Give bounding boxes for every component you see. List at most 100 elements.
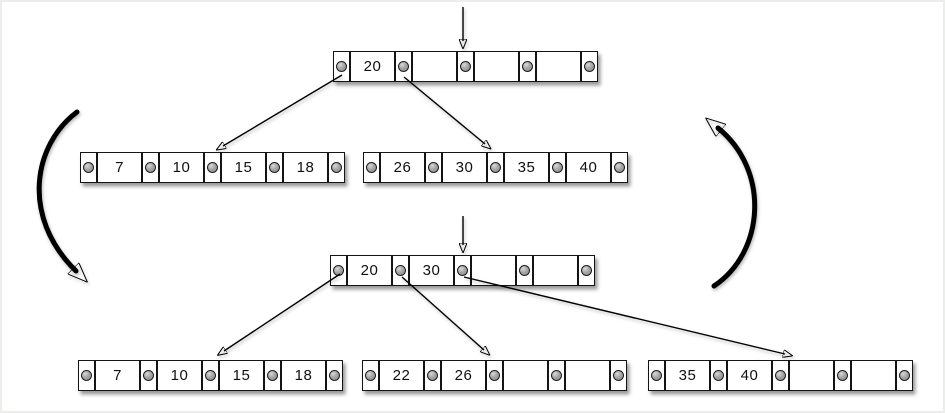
pointer-cell: [487, 152, 504, 183]
pointer-cell: [424, 360, 441, 391]
pointer-dot-icon: [83, 162, 94, 173]
pointer-dot-icon: [427, 370, 438, 381]
btree-node-root-before: 20: [333, 51, 598, 82]
pointer-cell: [326, 360, 343, 391]
pointer-cell: [486, 360, 503, 391]
pointer-dot-icon: [899, 370, 910, 381]
pointer-cell: [204, 152, 221, 183]
pointer-dot-icon: [613, 370, 624, 381]
pointer-dot-icon: [336, 61, 347, 72]
pointer-dot-icon: [269, 162, 280, 173]
key-cell: 26: [380, 152, 425, 183]
pointer-dot-icon: [428, 162, 439, 173]
pointer-cell: [392, 255, 409, 286]
pointer-cell: [264, 360, 281, 391]
pointer-dot-icon: [331, 162, 342, 173]
key-cell: 15: [221, 152, 266, 183]
pointer-cell: [362, 360, 379, 391]
btree-node-middle-child-after: 22 26: [362, 360, 627, 391]
key-cell: 26: [441, 360, 486, 391]
pointer-cell: [581, 51, 598, 82]
pointer-cell: [772, 360, 789, 391]
pointer-dot-icon: [460, 61, 471, 72]
pointer-dot-icon: [584, 61, 595, 72]
key-cell: [536, 51, 581, 82]
edge-after-root-to-middle-child: [401, 276, 484, 350]
pointer-cell: [328, 152, 345, 183]
pointer-cell: [266, 152, 283, 183]
pointer-dot-icon: [581, 265, 592, 276]
pointer-dot-icon: [551, 370, 562, 381]
pointer-cell: [78, 360, 95, 391]
pointer-dot-icon: [837, 370, 848, 381]
cycle-arrow-up-right: [714, 128, 758, 289]
pointer-cell: [425, 152, 442, 183]
btree-node-root-after: 20 30: [330, 255, 595, 286]
pointer-dot-icon: [775, 370, 786, 381]
pointer-dot-icon: [614, 162, 625, 173]
btree-node-left-child-before: 7 10 15 18: [80, 152, 345, 183]
key-cell: 40: [566, 152, 611, 183]
pointer-cell: [896, 360, 913, 391]
pointer-dot-icon: [81, 370, 92, 381]
cycle-arrow-down-left: [36, 109, 77, 271]
pointer-cell: [395, 51, 412, 82]
key-cell: 20: [350, 51, 395, 82]
key-cell: [474, 51, 519, 82]
edge-before-root-to-left-child: [223, 74, 343, 146]
key-cell: 7: [95, 360, 140, 391]
pointer-dot-icon: [713, 370, 724, 381]
pointer-cell: [611, 152, 628, 183]
key-cell: [533, 255, 578, 286]
pointer-cell: [519, 51, 536, 82]
pointer-dot-icon: [651, 370, 662, 381]
pointer-cell: [333, 51, 350, 82]
pointer-cell: [516, 255, 533, 286]
pointer-dot-icon: [329, 370, 340, 381]
edge-after-root-to-left-child: [224, 273, 341, 351]
pointer-cell: [363, 152, 380, 183]
key-cell: 22: [379, 360, 424, 391]
key-cell: 30: [442, 152, 487, 183]
btree-node-right-child-after: 35 40: [648, 360, 913, 391]
key-cell: [789, 360, 834, 391]
pointer-cell: [548, 360, 565, 391]
edge-before-root-to-right-child: [403, 76, 485, 144]
pointer-dot-icon: [267, 370, 278, 381]
pointer-cell: [454, 255, 471, 286]
pointer-cell: [578, 255, 595, 286]
key-cell: [851, 360, 896, 391]
pointer-dot-icon: [552, 162, 563, 173]
key-cell: 10: [159, 152, 204, 183]
pointer-dot-icon: [457, 265, 468, 276]
key-cell: 20: [347, 255, 392, 286]
pointer-dot-icon: [207, 162, 218, 173]
pointer-cell: [80, 152, 97, 183]
pointer-dot-icon: [365, 370, 376, 381]
key-cell: [412, 51, 457, 82]
key-cell: 35: [504, 152, 549, 183]
key-cell: 18: [283, 152, 328, 183]
edge-after-root-to-right-child: [463, 276, 785, 354]
pointer-cell: [610, 360, 627, 391]
pointer-cell: [457, 51, 474, 82]
key-cell: 40: [727, 360, 772, 391]
pointer-cell: [549, 152, 566, 183]
pointer-dot-icon: [145, 162, 156, 173]
key-cell: 18: [281, 360, 326, 391]
key-cell: [503, 360, 548, 391]
pointer-cell: [202, 360, 219, 391]
key-cell: 7: [97, 152, 142, 183]
pointer-cell: [710, 360, 727, 391]
pointer-cell: [142, 152, 159, 183]
pointer-dot-icon: [489, 370, 500, 381]
key-cell: 35: [665, 360, 710, 391]
key-cell: [471, 255, 516, 286]
pointer-cell: [648, 360, 665, 391]
pointer-dot-icon: [522, 61, 533, 72]
pointer-dot-icon: [205, 370, 216, 381]
pointer-dot-icon: [490, 162, 501, 173]
pointer-dot-icon: [398, 61, 409, 72]
pointer-dot-icon: [333, 265, 344, 276]
